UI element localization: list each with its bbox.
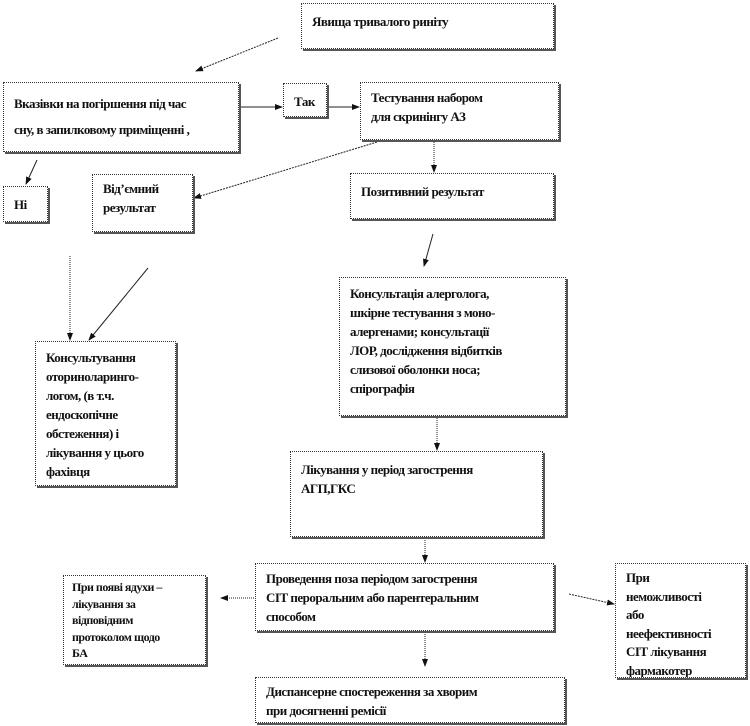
node-allergist-consult: Консультація алерголога, шкірне тестуван…	[339, 277, 566, 416]
arrow-sit-to-ineffective	[568, 593, 615, 606]
node-text: сну, в запилковому приміщенні ,	[14, 122, 190, 137]
node-text: Явища тривалого риніту	[312, 14, 449, 29]
node-text: неефективності	[626, 625, 712, 641]
node-text: оториноларинго-	[46, 369, 139, 384]
node-text: Так	[294, 94, 315, 109]
node-sit-ineffective: При неможливості або неефективності СІТ …	[615, 563, 746, 678]
node-dispensary: Диспансерне спостереження за хворим при …	[255, 677, 565, 723]
node-text: Від’ємний	[103, 181, 159, 196]
node-text: фахівця	[46, 464, 90, 479]
arrow-negative-to-ent	[88, 267, 149, 341]
node-text: Лікування у період загострення	[301, 462, 473, 477]
node-text: логом, (в т.ч.	[46, 388, 114, 403]
node-text: спірографія	[350, 381, 415, 396]
node-chronic-rhinitis: Явища тривалого риніту	[301, 3, 554, 49]
node-text: обстеження) і	[46, 426, 119, 441]
arrow-rhinitis-to-signs	[195, 37, 279, 72]
node-text: для скринінгу АЗ	[371, 109, 466, 124]
node-text: лікування за	[72, 596, 136, 611]
node-text: протоколом щодо	[72, 629, 160, 644]
node-text: СІТ лікування	[626, 644, 707, 659]
node-negative-result: Від’ємний результат	[92, 174, 193, 232]
node-text: шкірне тестування з моно-	[350, 305, 495, 320]
node-ent-consult: Консультування оториноларинго- логом, (в…	[35, 341, 176, 486]
node-text: неможливості	[626, 588, 702, 604]
node-text: Консультування	[46, 350, 136, 365]
node-text: Тестування набором	[371, 90, 483, 105]
node-text: фармакотер	[626, 662, 692, 678]
node-text: При	[626, 570, 650, 585]
arrow-positive-to-allergist	[423, 233, 434, 267]
arrow-test-to-negative	[193, 141, 378, 199]
node-yes: Так	[283, 83, 327, 117]
node-exacerbation-treatment: Лікування у період загострення АГП,ГКС	[290, 451, 543, 537]
node-no: Ні	[3, 186, 48, 222]
node-sit-therapy: Проведення поза періодом загострення СІТ…	[255, 563, 554, 631]
node-text: ЛОР, дослідження відбитків	[350, 343, 502, 358]
node-text: лікування у цього	[46, 445, 144, 460]
node-text: відповідним	[72, 613, 133, 627]
node-text: Вказівки на погіршення під час	[14, 96, 187, 111]
node-positive-result: Позитивний результат	[350, 173, 554, 219]
node-text: способом	[266, 609, 316, 624]
node-text: БА	[72, 646, 88, 660]
node-text: Диспансерне спостереження за хворим	[266, 684, 478, 699]
node-text: алергенами; консультації	[350, 324, 489, 339]
arrow-signs-to-no	[25, 159, 38, 185]
node-asthma-protocol: При появі ядухи – лікування за відповідн…	[63, 575, 206, 665]
node-text: СІТ пероральним або парентеральним	[266, 590, 479, 605]
node-screening-test: Тестування набором для скринінгу АЗ	[360, 82, 559, 140]
node-worsening-signs: Вказівки на погіршення під час сну, в за…	[3, 82, 239, 152]
node-text: Консультація алерголога,	[350, 286, 489, 301]
node-text: Позитивний результат	[361, 184, 484, 199]
node-text: При появі ядухи –	[72, 580, 162, 594]
node-text: або	[626, 607, 644, 622]
node-text: ендоскопічне	[46, 407, 118, 422]
node-text: при досягненні ремісії	[266, 703, 386, 718]
node-text: АГП,ГКС	[301, 481, 356, 496]
node-text: Ні	[14, 197, 27, 212]
node-text: Проведення поза періодом загострення	[266, 571, 478, 586]
node-text: результат	[103, 200, 156, 215]
node-text: слизової оболонки носа;	[350, 362, 481, 377]
